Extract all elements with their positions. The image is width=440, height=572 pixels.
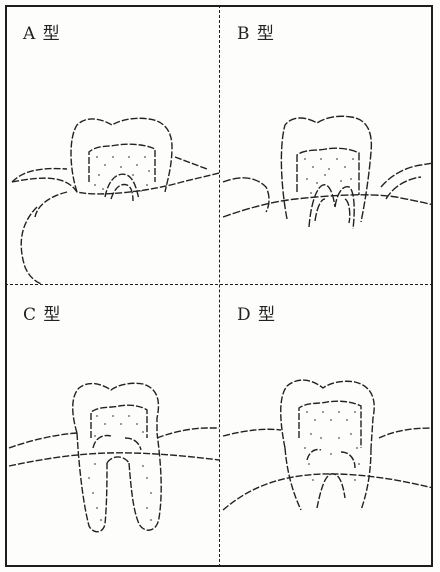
crown-c bbox=[73, 383, 159, 433]
crown-b bbox=[281, 116, 371, 222]
gum-line-d bbox=[223, 474, 433, 510]
crown-a bbox=[71, 118, 172, 192]
tooth-a-drawing bbox=[7, 7, 219, 284]
tooth-b-drawing bbox=[221, 7, 433, 284]
vertical-divider bbox=[219, 5, 220, 567]
pulp-stipple-b bbox=[304, 158, 354, 196]
panel-b: B 型 bbox=[221, 7, 433, 284]
tooth-c-drawing bbox=[7, 288, 219, 565]
gum-line-c bbox=[9, 453, 219, 466]
gum-line-b bbox=[223, 195, 433, 217]
horizontal-divider bbox=[5, 284, 433, 285]
panel-a: A 型 bbox=[7, 7, 219, 284]
pulp-stipple-c bbox=[88, 415, 152, 521]
panel-d: D 型 bbox=[221, 288, 433, 565]
crown-d bbox=[281, 380, 374, 448]
pulp-stipple-d bbox=[304, 411, 360, 481]
panel-c: C 型 bbox=[7, 288, 219, 565]
tooth-d-drawing bbox=[221, 288, 433, 565]
